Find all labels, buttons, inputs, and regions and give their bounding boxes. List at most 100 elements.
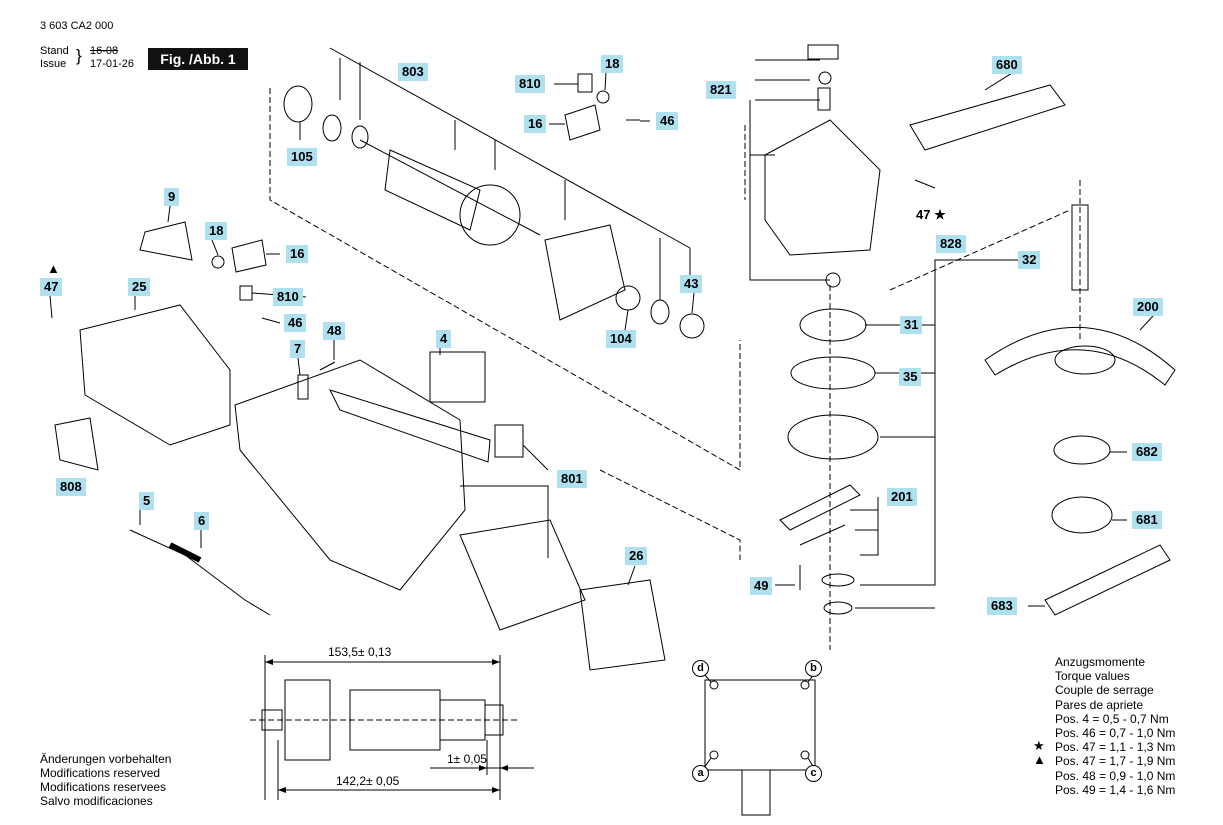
rotor-core	[349, 689, 441, 751]
torque-title-es: Pares de apriete	[1055, 697, 1144, 712]
dimension-offset: 1± 0,05	[447, 752, 487, 766]
brush-810	[577, 73, 593, 93]
lock-button	[807, 44, 839, 60]
part-label: 201	[887, 488, 917, 506]
leader-803	[329, 47, 691, 249]
torque-title-en: Torque values	[1055, 669, 1130, 684]
torque-table: Anzugsmomente Torque values Couple de se…	[1055, 655, 1175, 797]
part-label: 801	[557, 470, 587, 488]
switch-4	[429, 351, 486, 403]
part-label: 200	[1133, 298, 1163, 316]
part-label: ▲	[47, 261, 60, 276]
part-label: 43	[680, 275, 703, 293]
torque-row: Pos. 47 = 1,1 - 1,3 Nm	[1055, 740, 1176, 755]
bearing-a	[322, 114, 342, 142]
cap-9	[139, 221, 193, 261]
dashed-guide-frame	[269, 88, 741, 471]
torque-title-de: Anzugsmomente	[1055, 655, 1146, 669]
bevel-gear-31	[799, 308, 867, 342]
commutator-end	[284, 679, 331, 761]
triangle-icon: ▲	[1033, 752, 1046, 767]
part-label: 104	[606, 330, 636, 348]
housing-flange-26	[579, 579, 666, 671]
bolt-letter-b: b	[805, 660, 822, 677]
part-label: 46	[284, 314, 307, 332]
figure-label: Fig. /Abb. 1	[148, 48, 248, 70]
brace-icon: }	[76, 46, 82, 65]
bracket-201	[779, 484, 861, 531]
torque-row: Pos. 4 = 0,5 - 0,7 Nm	[1055, 711, 1169, 726]
changes-note-de: Änderungen vorbehalten	[40, 752, 172, 766]
part-label: 821	[706, 81, 736, 99]
part-label: 47 ★	[916, 207, 946, 222]
part-label: 4	[436, 330, 452, 348]
lock-washer	[823, 601, 853, 615]
gasket-35	[790, 356, 876, 390]
spindle-32	[1071, 204, 1089, 291]
changes-note-fr: Modifications reservees	[40, 780, 167, 794]
guard-200	[984, 326, 1176, 386]
cap-808	[54, 417, 99, 471]
torque-row: Pos. 46 = 0,7 - 1,0 Nm	[1055, 726, 1176, 741]
part-label: 32	[1018, 251, 1041, 269]
switch-rod	[329, 389, 491, 463]
fan-wheel	[459, 184, 521, 246]
star-icon: ★	[1033, 738, 1045, 753]
part-label: 7	[290, 340, 306, 358]
torque-row: Pos. 47 = 1,7 - 1,9 Nm	[1055, 754, 1176, 769]
o-ring-104	[615, 285, 641, 311]
torque-title-fr: Couple de serrage	[1055, 683, 1154, 698]
bolt-letter-a: a	[692, 765, 709, 782]
bolt-letter-d: d	[692, 660, 709, 677]
screw-48	[319, 361, 336, 371]
bearing-flange	[787, 414, 879, 460]
lock-pin	[817, 87, 831, 111]
spindle-bottom-view	[741, 769, 771, 816]
part-label: 683	[987, 597, 1017, 615]
part-label: 9	[164, 188, 180, 206]
part-label: 680	[992, 56, 1022, 74]
brush-810-b	[239, 285, 253, 301]
stand-date: 16-08	[90, 45, 119, 57]
switch-lever	[494, 424, 524, 458]
part-label: 25	[128, 278, 151, 296]
part-label: 803	[398, 63, 428, 81]
torque-row: Pos. 49 = 1,4 - 1,6 Nm	[1055, 782, 1176, 797]
fan-baffle	[544, 224, 626, 321]
changes-note-es: Salvo modificaciones	[40, 794, 153, 808]
clip-201	[799, 524, 846, 546]
part-label: 105	[287, 148, 317, 166]
part-label: 5	[139, 492, 155, 510]
part-label: 35	[899, 368, 922, 386]
brush-holder-16-b	[231, 239, 267, 273]
spring	[818, 71, 832, 85]
gear-head-bottom-view	[704, 679, 816, 771]
bearing-43	[650, 299, 670, 325]
part-label: 808	[56, 478, 86, 496]
document-number: 3 603 CA2 000	[40, 20, 114, 32]
part-label: 682	[1132, 443, 1162, 461]
washer	[821, 573, 855, 587]
cable-guard-6	[168, 542, 202, 563]
part-label: 49	[750, 577, 773, 595]
pinion-gear	[679, 313, 705, 339]
cable-5	[129, 529, 271, 616]
part-label: 828	[936, 235, 966, 253]
rear-housing-25	[79, 304, 231, 446]
part-label: 16	[524, 115, 547, 133]
torque-row: Pos. 48 = 0,9 - 1,0 Nm	[1055, 768, 1176, 783]
part-label: 18	[601, 55, 624, 73]
part-label: 681	[1132, 511, 1162, 529]
part-label: 810	[273, 288, 303, 306]
spanner-683	[1044, 544, 1171, 616]
issue-label: Issue	[40, 58, 67, 70]
gear-head-housing	[764, 119, 881, 256]
bolt-letter-c: c	[805, 765, 822, 782]
part-label: 16	[286, 245, 309, 263]
part-label: 48	[323, 322, 346, 340]
issue-date: 17-01-26	[90, 58, 135, 70]
part-label: 6	[194, 512, 210, 530]
part-label: 46	[656, 112, 679, 130]
part-label: 31	[900, 316, 923, 334]
